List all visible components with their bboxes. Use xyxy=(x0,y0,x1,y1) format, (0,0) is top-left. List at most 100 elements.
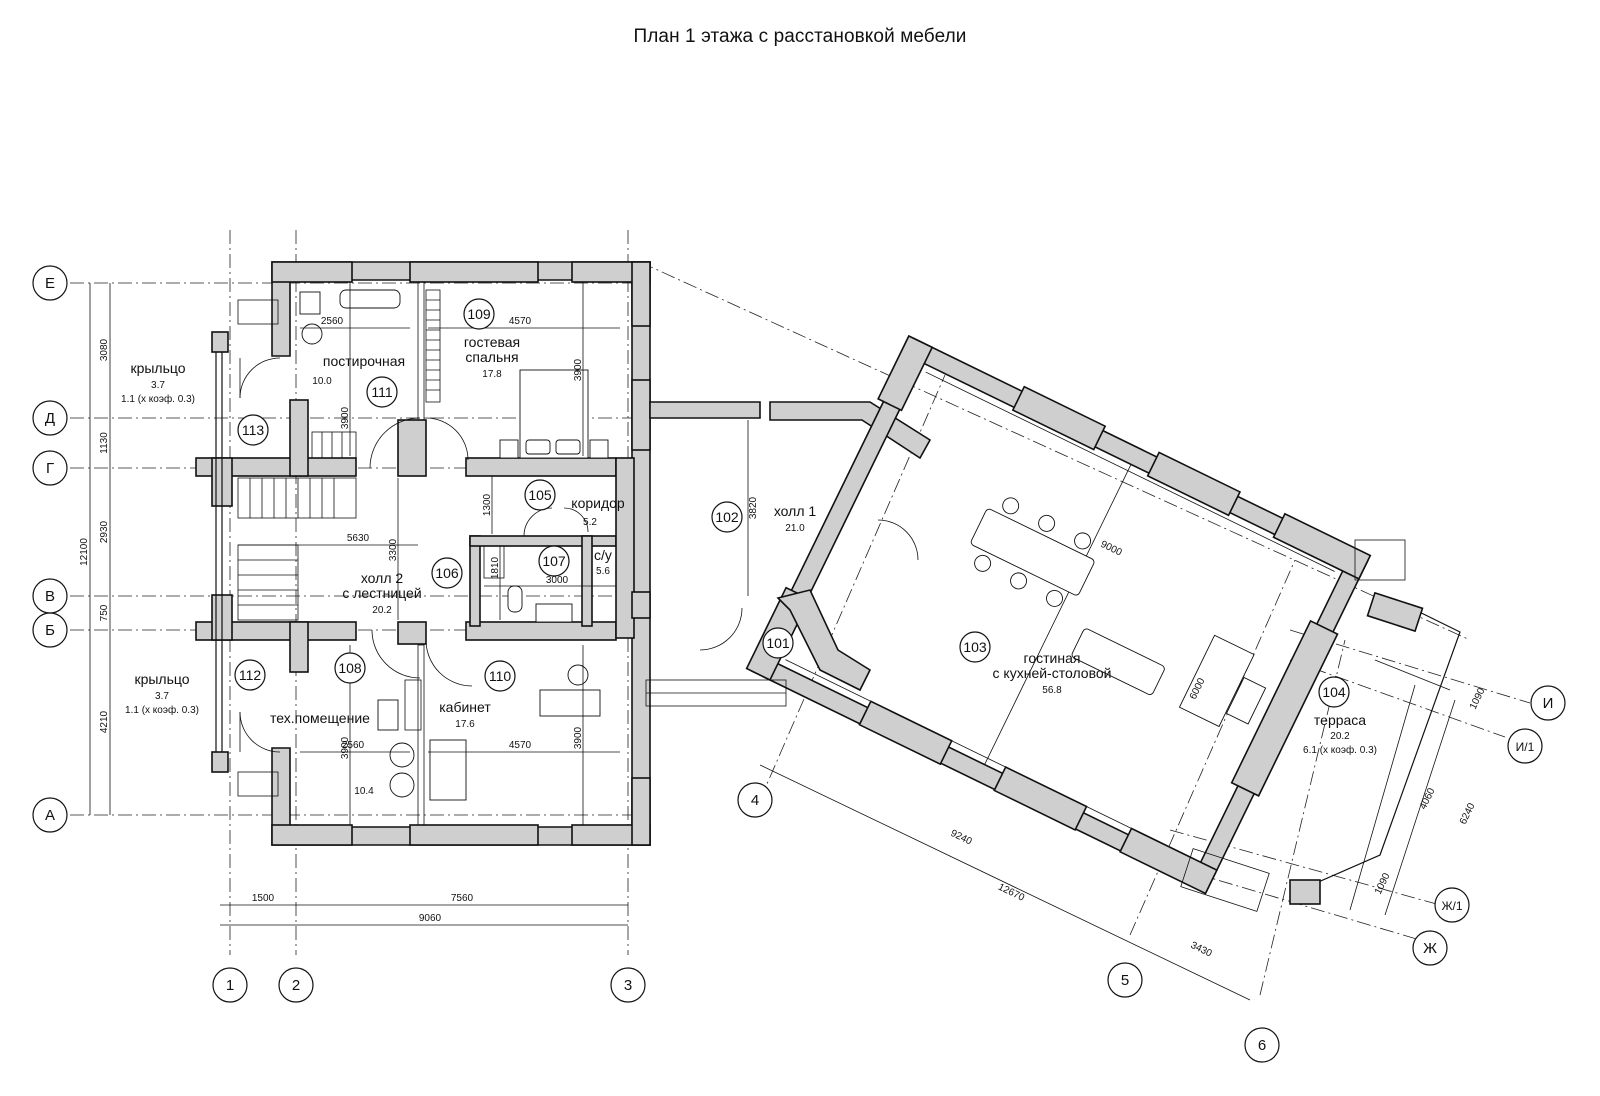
room-number: 101 xyxy=(766,635,790,651)
dim-diag: 1090 xyxy=(1468,686,1488,711)
room-number: 103 xyxy=(963,639,987,655)
axis-diag-label: 4 xyxy=(751,792,759,809)
axis-markers xyxy=(32,265,1566,1063)
dim-interior: 4570 xyxy=(509,740,532,751)
room-name: холл 1 xyxy=(774,503,817,519)
dim-bottom-total: 9060 xyxy=(419,913,442,924)
room-number: 107 xyxy=(542,553,566,569)
dim-left: 4210 xyxy=(99,710,110,733)
page-title: План 1 этажа с расстановкой мебели xyxy=(633,26,967,47)
room-name: крыльцо xyxy=(130,360,185,376)
room-name: с лестницей xyxy=(342,585,421,601)
room-area: 5.2 xyxy=(583,517,597,528)
room-name: постирочная xyxy=(323,353,405,369)
axis-col-label: 3 xyxy=(624,977,632,994)
room-name: гостевая xyxy=(464,334,520,350)
room-number: 106 xyxy=(435,565,459,581)
dim-interior: 2560 xyxy=(342,740,365,751)
room-name: кабинет xyxy=(439,699,491,715)
room-area-coef: 6.1 (х коэф. 0.3) xyxy=(1303,744,1377,756)
dim-bottom: 1500 xyxy=(252,893,275,904)
dim-interior: 3900 xyxy=(340,406,351,429)
room-number: 105 xyxy=(528,487,552,503)
dim-interior: 1300 xyxy=(482,493,493,516)
room-number: 108 xyxy=(338,660,362,676)
dimension-lines xyxy=(89,282,1456,1001)
room-name: спальня xyxy=(465,349,518,365)
axis-row-label: А xyxy=(45,807,55,824)
dim-left: 3080 xyxy=(99,338,110,361)
dim-diag: 1090 xyxy=(1373,871,1393,896)
dim-interior: 3000 xyxy=(546,575,569,586)
dim-interior: 3900 xyxy=(573,726,584,749)
room-name: крыльцо xyxy=(134,671,189,687)
dim-left: 750 xyxy=(99,604,110,621)
dim-diag: 3430 xyxy=(1189,940,1214,960)
dim-left: 1130 xyxy=(99,432,110,454)
room-area-coef: 1.1 (х коэф. 0.3) xyxy=(121,393,195,405)
room-area: 20.2 xyxy=(372,605,392,616)
room-name: холл 2 xyxy=(361,570,404,586)
axis-diag-label: Ж/1 xyxy=(1441,899,1462,913)
room-area-coef: 1.1 (х коэф. 0.3) xyxy=(125,704,199,716)
room-name: гостиная xyxy=(1024,650,1081,666)
dim-diag: 4060 xyxy=(1418,786,1438,811)
axis-diag-label: И xyxy=(1543,695,1554,712)
axis-labels: Е Д Г В Б А 1 2 3 4 5 6 И И/1 Ж/1 Ж xyxy=(45,275,1553,1054)
dim-interior: 4570 xyxy=(509,316,532,327)
axis-row-label: В xyxy=(45,588,55,605)
room-name: с/у xyxy=(594,547,612,563)
living-room-walls xyxy=(745,334,1372,895)
room-number: 111 xyxy=(371,384,392,400)
dim-left: 2930 xyxy=(99,520,110,543)
dim-interior: 1810 xyxy=(490,556,501,579)
room-numbers: 109 111 113 105 102 106 107 108 112 110 … xyxy=(239,306,1346,700)
room-number: 102 xyxy=(715,509,739,525)
room-number: 112 xyxy=(239,667,262,683)
dim-interior: 2560 xyxy=(321,316,344,327)
dim-interior: 3300 xyxy=(388,538,399,561)
walls xyxy=(195,261,932,846)
dim-left-total: 12100 xyxy=(79,538,90,566)
axis-diag-label: И/1 xyxy=(1516,740,1535,754)
axis-diag-label: Ж xyxy=(1423,940,1437,957)
room-area: 21.0 xyxy=(785,523,805,534)
room-area: 5.6 xyxy=(596,566,610,577)
room-area: 10.4 xyxy=(354,786,374,797)
room-name: терраса xyxy=(1314,712,1366,728)
room-number: 110 xyxy=(489,668,512,684)
dim-diag: 12670 xyxy=(996,882,1026,904)
dim-diag: 9240 xyxy=(949,828,974,848)
dim-interior: 5630 xyxy=(347,533,370,544)
room-number: 109 xyxy=(467,306,491,322)
terrace-outline xyxy=(1180,539,1461,912)
axis-col-label: 2 xyxy=(292,977,300,994)
room-area: 17.6 xyxy=(455,719,475,730)
furniture xyxy=(237,289,919,801)
dim-bottom: 7560 xyxy=(451,893,474,904)
room-area: 17.8 xyxy=(482,369,502,380)
dim-diag: 6240 xyxy=(1458,801,1478,826)
room-name: тех.помещение xyxy=(270,710,370,726)
axis-row-label: Б xyxy=(45,622,55,639)
porches xyxy=(211,299,281,797)
axis-row-label: Е xyxy=(45,275,55,292)
room-area: 10.0 xyxy=(312,376,332,387)
room-labels: гостевая спальня 17.8 постирочная 10.0 к… xyxy=(121,334,1377,797)
dim-interior: 3820 xyxy=(748,496,759,519)
room-name: с кухней-столовой xyxy=(993,665,1112,681)
dim-interior: 9000 xyxy=(1099,539,1124,559)
axis-diag-label: 5 xyxy=(1121,972,1129,989)
room-area: 3.7 xyxy=(155,691,169,702)
room-number: 104 xyxy=(1322,684,1346,700)
room-number: 113 xyxy=(242,422,265,438)
room-name: коридор xyxy=(571,495,625,511)
room-area: 3.7 xyxy=(151,380,165,391)
dim-interior: 3900 xyxy=(340,736,351,759)
dim-interior: 3900 xyxy=(573,358,584,381)
room-area: 56.8 xyxy=(1042,685,1062,696)
axis-row-label: Г xyxy=(46,460,54,477)
room-area: 20.2 xyxy=(1330,731,1350,742)
